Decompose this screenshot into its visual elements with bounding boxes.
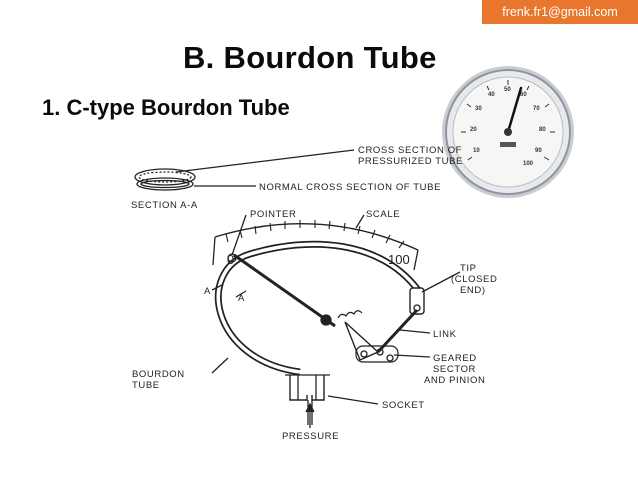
label-geared: GEARED [433, 353, 477, 364]
dial-number: 10 [473, 148, 480, 154]
link-rod [376, 308, 419, 354]
dial-number: 90 [535, 148, 542, 154]
label-a-mark: A [204, 286, 211, 297]
label-scale: SCALE [366, 209, 400, 220]
label-tip-end: END) [460, 285, 486, 296]
label-pressure: PRESSURE [282, 431, 339, 442]
dial-number: 100 [523, 161, 534, 167]
label-tube: TUBE [132, 380, 160, 391]
label-bourdon: BOURDON [132, 369, 185, 380]
dial-number: 70 [533, 106, 540, 112]
pressure-gauge-photo: 10 20 30 40 50 60 70 80 90 100 [442, 66, 574, 198]
label-pointer: POINTER [250, 209, 296, 220]
geared-sector [344, 321, 380, 361]
label-tip: TIP [460, 263, 477, 274]
label-sector: SECTOR [433, 364, 476, 375]
dial-number: 60 [520, 92, 527, 98]
dial-number: 20 [470, 127, 477, 133]
label-a-mark: A [238, 293, 245, 304]
label-scale-100: 100 [388, 252, 410, 267]
pointer-needle [233, 253, 336, 328]
gauge-needle [506, 86, 523, 134]
dial-number: 30 [475, 106, 482, 112]
email-badge: frenk.fr1@gmail.com [482, 0, 638, 24]
label-and-pinion: AND PINION [424, 375, 485, 386]
label-scale-0: 0 [227, 252, 234, 267]
pressurized-tube-section [134, 168, 196, 186]
label-cross-section: CROSS SECTION OF [358, 145, 462, 156]
slide-subtitle: 1. C-type Bourdon Tube [42, 95, 290, 120]
label-section-aa: SECTION A-A [131, 200, 198, 211]
label-normal-cross-section: NORMAL CROSS SECTION OF TUBE [259, 182, 441, 193]
label-socket: SOCKET [382, 400, 425, 411]
dial-number: 50 [504, 87, 511, 93]
dial-number: 80 [539, 127, 546, 133]
label-link: LINK [433, 329, 457, 340]
slide-title: B. Bourdon Tube [183, 40, 437, 75]
label-pressurized-tube: PRESSURIZED TUBE [358, 156, 463, 167]
normal-tube-section [136, 177, 194, 191]
label-tip-closed: (CLOSED [451, 274, 497, 285]
dial-number: 40 [488, 92, 495, 98]
